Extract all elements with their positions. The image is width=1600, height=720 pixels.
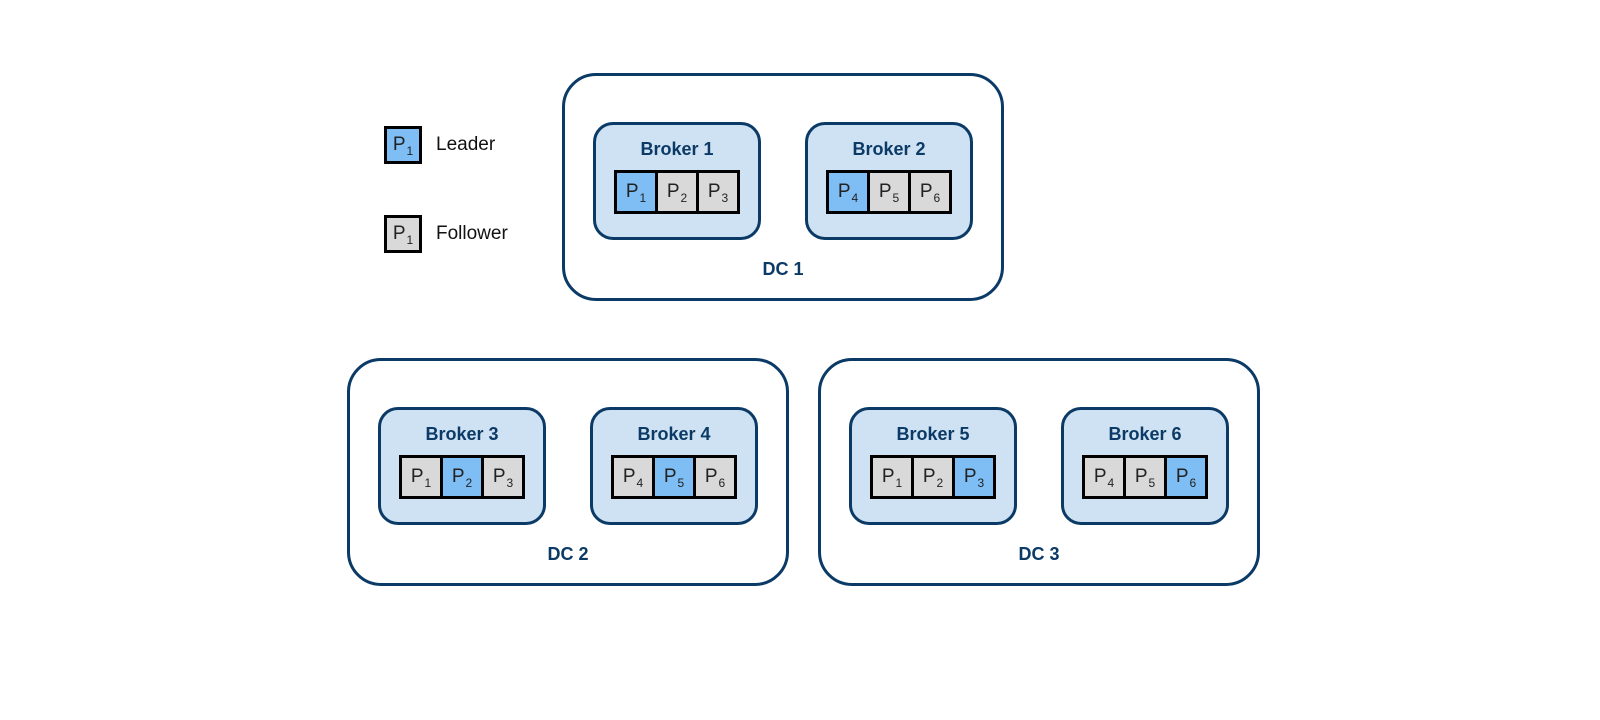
partition-glyph: P (881, 466, 895, 487)
partition-glyph: P (1175, 466, 1189, 487)
dc-label: DC 1 (762, 259, 804, 279)
legend-follower-glyph: P (392, 223, 406, 244)
legend-leader-label: Leader (436, 134, 496, 155)
partition-number: 6 (1189, 476, 1197, 490)
partition-glyph: P (666, 181, 680, 202)
legend-leader-glyph: P (392, 134, 406, 155)
legend-follower-sub: 1 (406, 233, 414, 247)
dc-label: DC 2 (547, 544, 589, 564)
partition-number: 4 (1107, 476, 1115, 490)
partition-number: 2 (680, 191, 688, 205)
partition-number: 6 (933, 191, 941, 205)
broker-title: Broker 1 (640, 139, 714, 159)
partition-glyph: P (704, 466, 718, 487)
partition-glyph: P (451, 466, 465, 487)
broker-title: Broker 6 (1108, 424, 1182, 444)
partition-number: 4 (636, 476, 644, 490)
broker-title: Broker 5 (896, 424, 970, 444)
partition-glyph: P (922, 466, 936, 487)
broker-title: Broker 3 (425, 424, 499, 444)
partition-glyph: P (663, 466, 677, 487)
partition-number: 6 (718, 476, 726, 490)
legend-leader-sub: 1 (406, 144, 414, 158)
dc-label: DC 3 (1018, 544, 1060, 564)
partition-glyph: P (707, 181, 721, 202)
partition-glyph: P (963, 466, 977, 487)
partition-glyph: P (919, 181, 933, 202)
partition-number: 4 (851, 191, 859, 205)
partition-glyph: P (492, 466, 506, 487)
partition-number: 2 (465, 476, 473, 490)
partition-number: 3 (721, 191, 729, 205)
partition-number: 1 (424, 476, 432, 490)
partition-number: 1 (639, 191, 647, 205)
broker-title: Broker 2 (852, 139, 926, 159)
partition-number: 5 (677, 476, 685, 490)
partition-glyph: P (410, 466, 424, 487)
partition-number: 5 (892, 191, 900, 205)
partition-number: 2 (936, 476, 944, 490)
broker-title: Broker 4 (637, 424, 711, 444)
partition-glyph: P (625, 181, 639, 202)
partition-glyph: P (622, 466, 636, 487)
partition-number: 3 (977, 476, 985, 490)
partition-number: 3 (506, 476, 514, 490)
partition-number: 5 (1148, 476, 1156, 490)
partition-glyph: P (1134, 466, 1148, 487)
partition-glyph: P (878, 181, 892, 202)
partition-glyph: P (1093, 466, 1107, 487)
legend-follower-label: Follower (436, 223, 508, 244)
partition-glyph: P (837, 181, 851, 202)
partition-number: 1 (895, 476, 903, 490)
